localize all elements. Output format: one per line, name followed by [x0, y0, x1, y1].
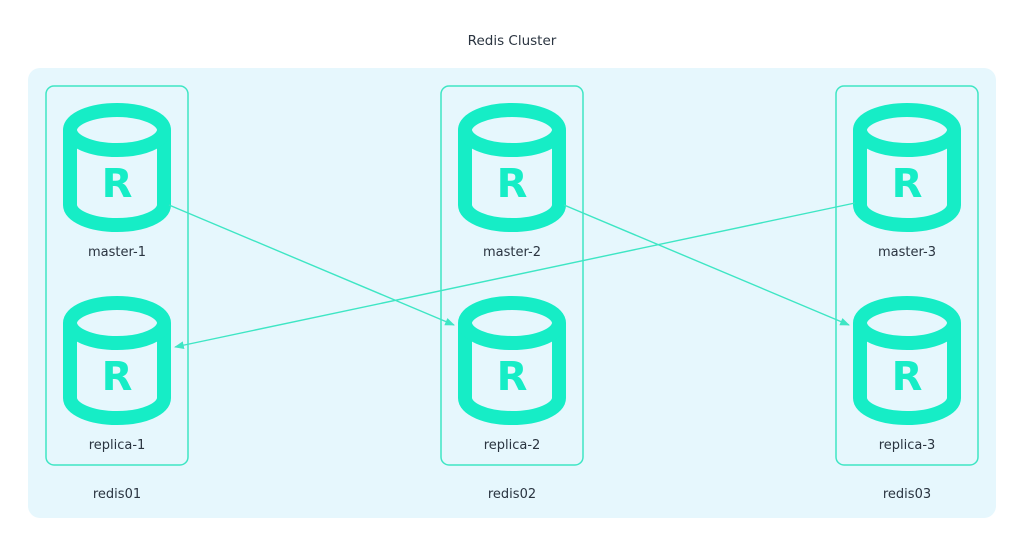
redis-r-glyph: R	[497, 161, 528, 207]
host-box	[45, 85, 189, 466]
node-label: replica-2	[484, 438, 541, 453]
redis-database-icon: R	[458, 296, 566, 425]
replication-arrow-master-3-to-replica-1	[174, 202, 856, 350]
node-label: master-3	[878, 245, 936, 260]
replication-arrow-master-2-to-replica-3	[563, 204, 850, 326]
redis-r-glyph: R	[892, 161, 923, 207]
redis-database-icon: R	[458, 103, 566, 232]
node-label: replica-3	[879, 438, 936, 453]
redis-database-icon: R	[63, 296, 171, 425]
diagram-title: Redis Cluster	[468, 33, 557, 49]
cluster-container	[28, 68, 996, 518]
host-label: redis01	[93, 487, 141, 502]
host-label: redis02	[488, 487, 536, 502]
redis-r-glyph: R	[892, 354, 923, 400]
host-box	[440, 85, 584, 466]
host-box	[835, 85, 979, 466]
redis-r-glyph: R	[102, 161, 133, 207]
host-label: redis03	[883, 487, 931, 502]
redis-r-glyph: R	[497, 354, 528, 400]
redis-r-glyph: R	[102, 354, 133, 400]
node-label: replica-1	[89, 438, 146, 453]
redis-database-icon: R	[63, 103, 171, 232]
redis-database-icon: R	[853, 103, 961, 232]
node-label: master-2	[483, 245, 541, 260]
replication-arrow-master-1-to-replica-2	[168, 204, 455, 326]
redis-database-icon: R	[853, 296, 961, 425]
node-label: master-1	[88, 245, 146, 260]
